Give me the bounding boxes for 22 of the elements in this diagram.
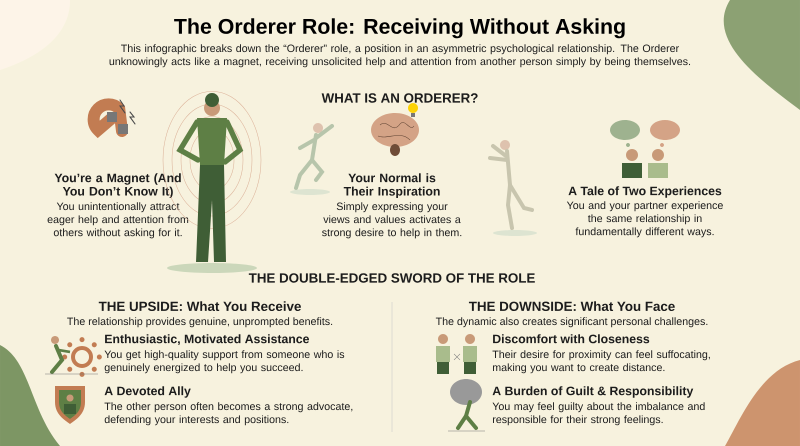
body-text: You get high-quality support from someone who is genuinely energized to help you succeed. [104,350,344,374]
column-heading: THE UPSIDE: What You Receive [98,301,301,312]
item-heading: A Tale of Two Experiences [568,186,722,198]
body-text: Their desire for proximity can feel suffocating, making you want to create distance. [492,350,710,374]
body-text: The other person often becomes a strong advocate, defending your interests and positions. [104,402,352,426]
item-heading: Your Normal is Their Inspiration [344,173,440,198]
column-subtitle: The relationship provides genuine, unprompted benefits. [67,317,332,328]
item-heading: A Devoted Ally [104,386,191,398]
title: The Orderer Role: Receiving Without Asking [174,18,625,38]
section-heading: WHAT IS AN ORDERER? [322,93,478,103]
body-text: You and your partner experience the same relationship in fundamentally different ways. [566,201,723,238]
section-heading: THE DOUBLE-EDGED SWORD OF THE ROLE [248,273,535,283]
column-subtitle: The dynamic also creates significant personal challenges. [436,317,708,328]
item-heading: Enthusiastic, Motivated Assistance [105,334,310,346]
body-text: You may feel guilty about the imbalance and responsible for their strong feelings. [492,402,705,426]
item-heading: Discomfort with Closeness [493,334,650,344]
column-heading: THE DOWNSIDE: What You Face [468,301,675,312]
body-text: Simply expressing your views and values activates a strong desire to help in them. [322,202,462,238]
intro-text: This infographic breaks down the “Orderer” role, a position in an asymmetric psychological relationship. The Orderer unknowingly acts like a magnet, receiving unsolicited help and attention from another person simply by being themselves. [110,44,690,68]
body-text: You unintentionally attract eager help and attention from others without asking for it. [48,202,188,238]
item-heading: A Burden of Guilt & Responsibility [492,386,694,398]
item-heading: You’re a Magnet (And You Don’t Know It) [54,173,181,198]
